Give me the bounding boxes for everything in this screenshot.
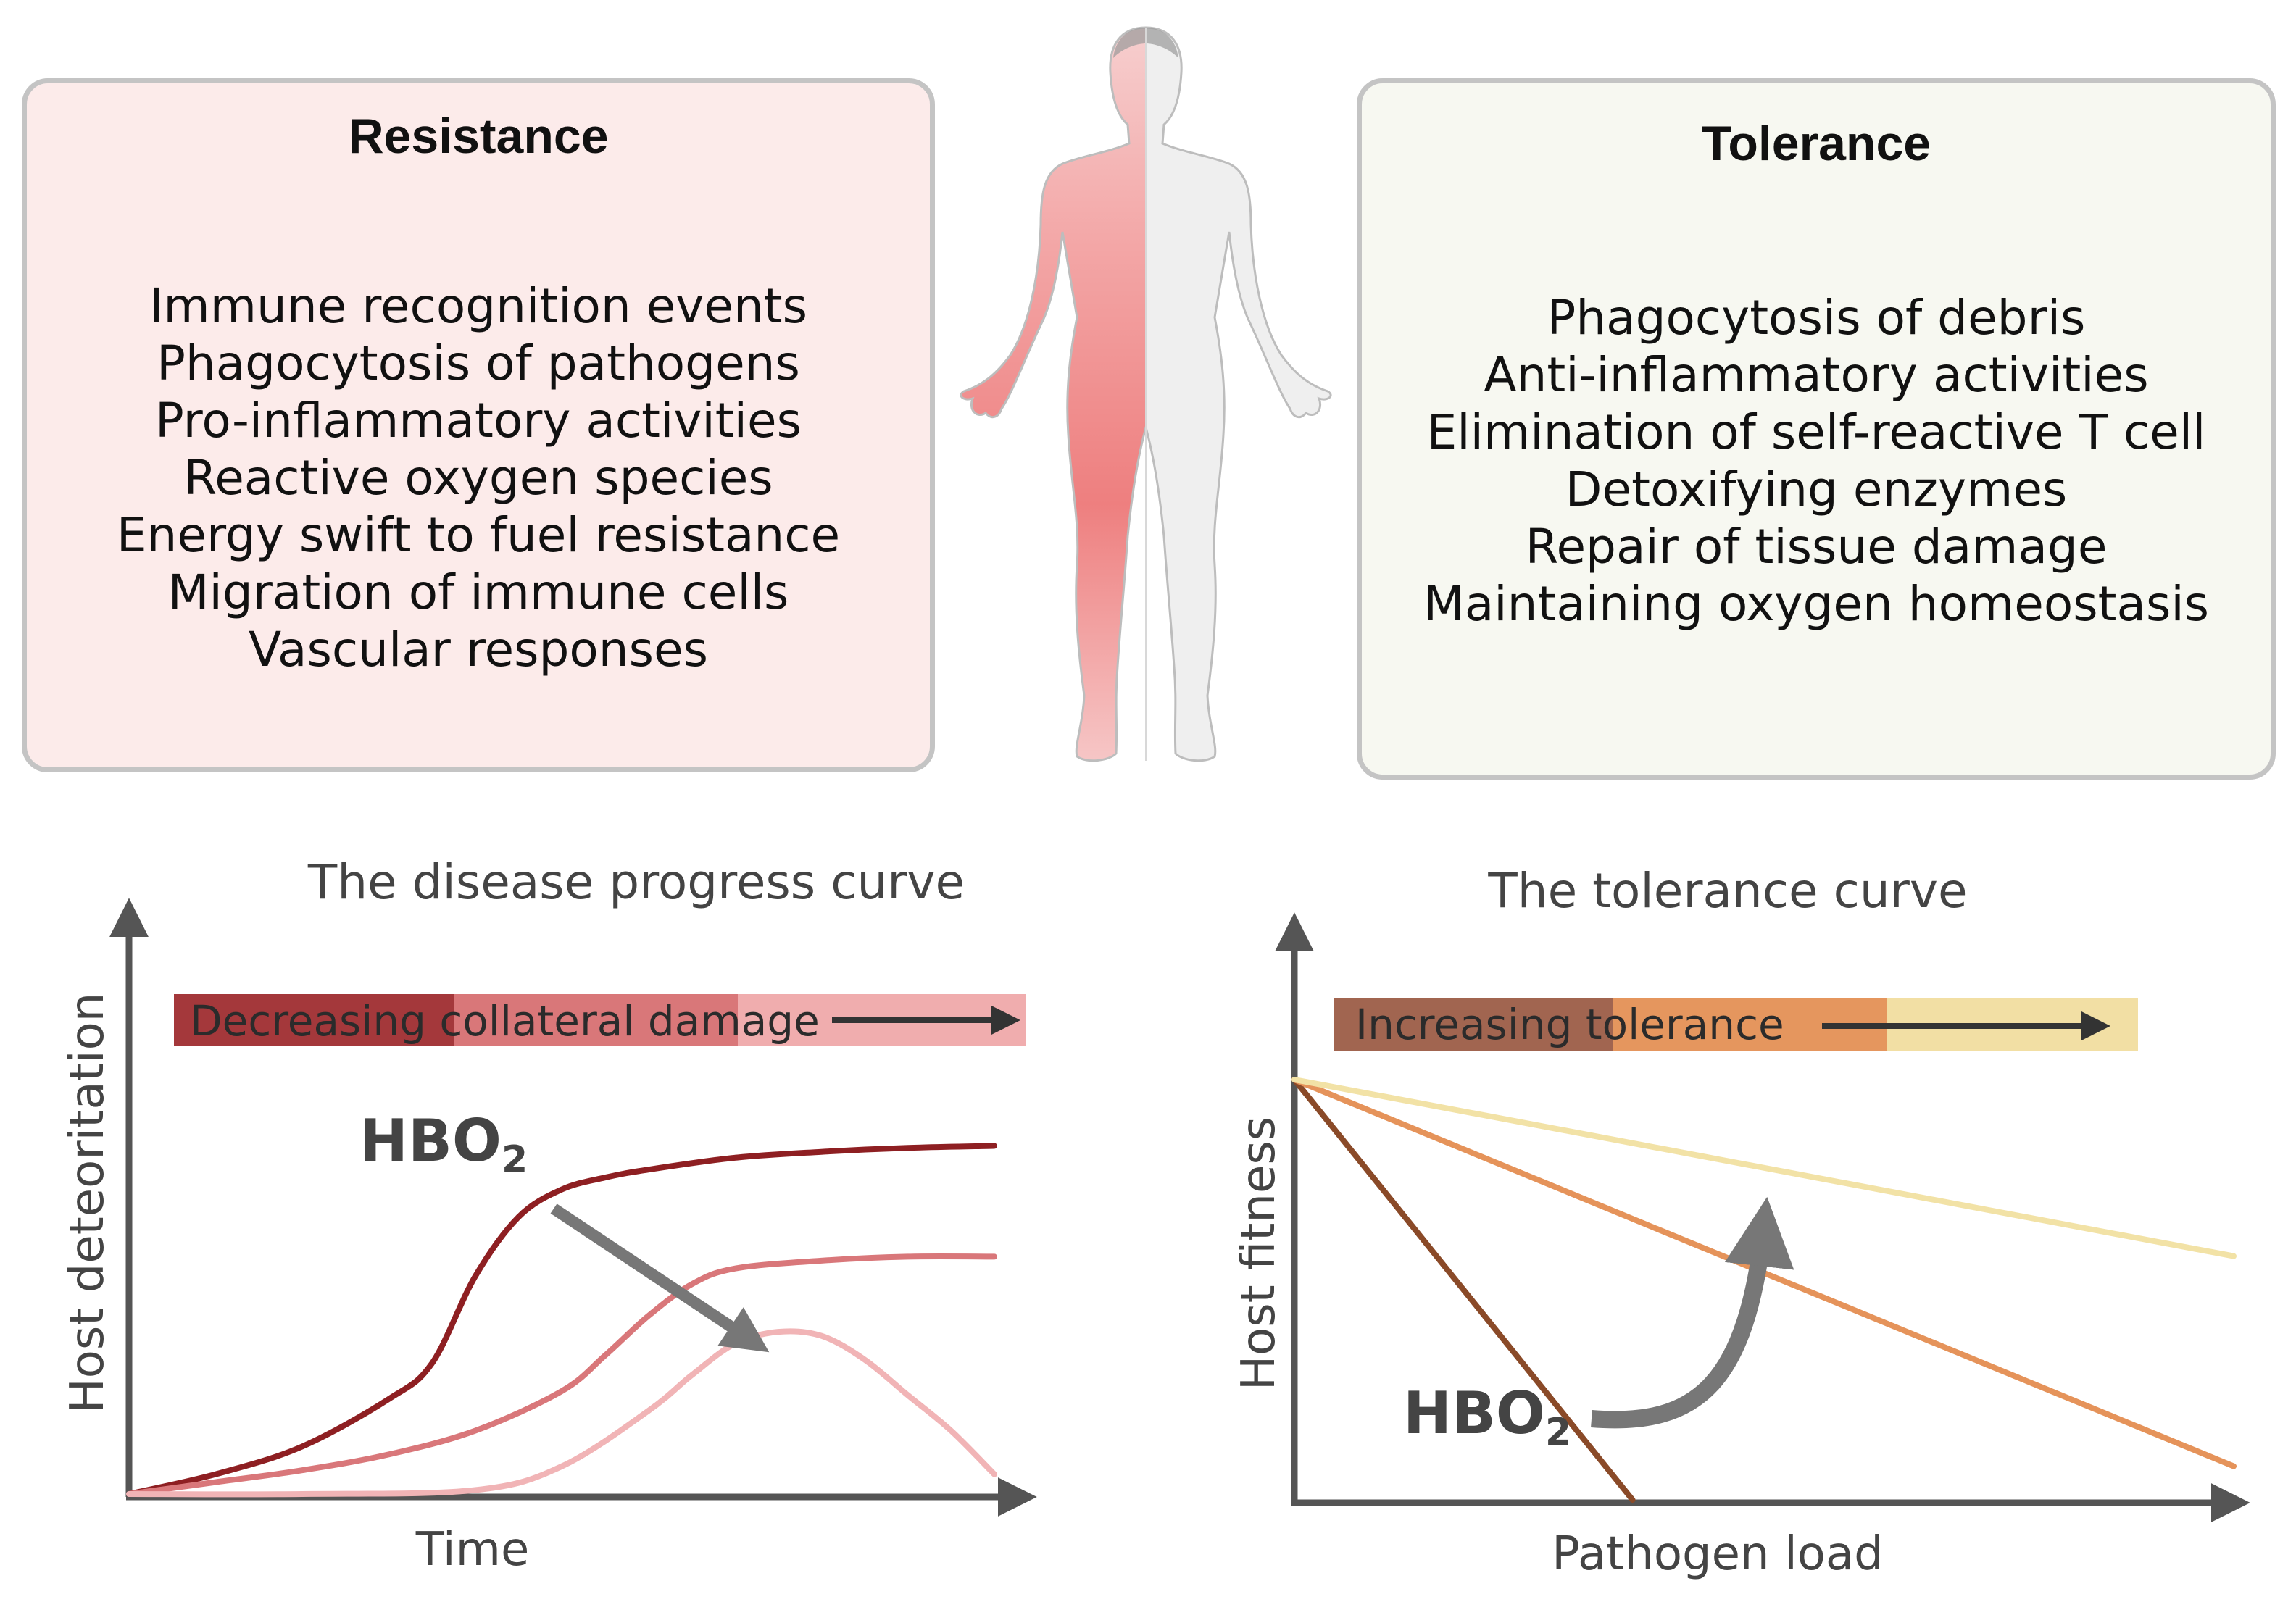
y-axis-label: Host deteoritation <box>61 993 115 1414</box>
x-axis-label: Pathogen load <box>1552 1527 1883 1581</box>
list-item: Repair of tissue damage <box>1525 519 2108 575</box>
resistance-panel: Resistance Immune recognition events Pha… <box>22 78 935 772</box>
human-body-figure <box>960 26 1332 762</box>
hbo2-annotation: HBO2 <box>1403 1380 1571 1454</box>
list-item: Phagocytosis of pathogens <box>157 335 800 391</box>
collateral-damage-banner: Decreasing collateral damage <box>174 994 1026 1046</box>
improvement-arrow <box>1591 1196 1794 1429</box>
list-item: Elimination of self-reactive T cell <box>1426 404 2206 460</box>
series-line-3 <box>126 1328 997 1498</box>
series-line-1 <box>1292 1077 1636 1503</box>
list-item: Phagocytosis of debris <box>1547 290 2086 346</box>
banner-label: Decreasing collateral damage <box>190 996 820 1046</box>
x-axis-label: Time <box>415 1523 530 1577</box>
y-axis-label: Host fitness <box>1232 1117 1286 1390</box>
list-item: Reactive oxygen species <box>183 450 773 506</box>
banner-label: Increasing tolerance <box>1355 1000 1784 1049</box>
tolerance-banner: Increasing tolerance <box>1334 998 2138 1051</box>
list-item: Detoxifying enzymes <box>1565 462 2068 517</box>
list-item: Immune recognition events <box>149 278 808 334</box>
tolerance-panel: Tolerance Phagocytosis of debris Anti-in… <box>1357 78 2276 780</box>
series-group <box>126 1143 997 1498</box>
disease-progress-chart: The disease progress curve Decreasing co… <box>61 854 1037 1577</box>
banner-segment <box>1334 998 1613 1051</box>
resistance-title: Resistance <box>348 109 609 164</box>
chart-title: The disease progress curve <box>307 854 965 910</box>
banner-segment <box>174 994 454 1046</box>
improvement-arrow <box>550 1203 770 1353</box>
tolerance-chart: The tolerance curve Increasing tolerance… <box>1232 863 2250 1581</box>
list-item: Anti-inflammatory activities <box>1484 347 2149 403</box>
list-item: Migration of immune cells <box>167 564 789 620</box>
series-line-2 <box>126 1253 997 1497</box>
series-line-1 <box>126 1143 997 1497</box>
resistance-list: Immune recognition events Phagocytosis o… <box>27 278 930 678</box>
series-line-3 <box>1292 1077 2237 1259</box>
tolerance-title: Tolerance <box>1701 116 1931 171</box>
list-item: Pro-inflammatory activities <box>155 393 802 449</box>
banner-segment <box>454 994 738 1046</box>
hbo2-annotation: HBO2 <box>359 1107 528 1182</box>
list-item: Vascular responses <box>248 622 709 677</box>
tolerance-list: Phagocytosis of debris Anti-inflammatory… <box>1362 289 2271 633</box>
list-item: Maintaining oxygen homeostasis <box>1423 576 2210 632</box>
list-item: Energy swift to fuel resistance <box>116 507 841 563</box>
chart-title: The tolerance curve <box>1487 863 1967 919</box>
